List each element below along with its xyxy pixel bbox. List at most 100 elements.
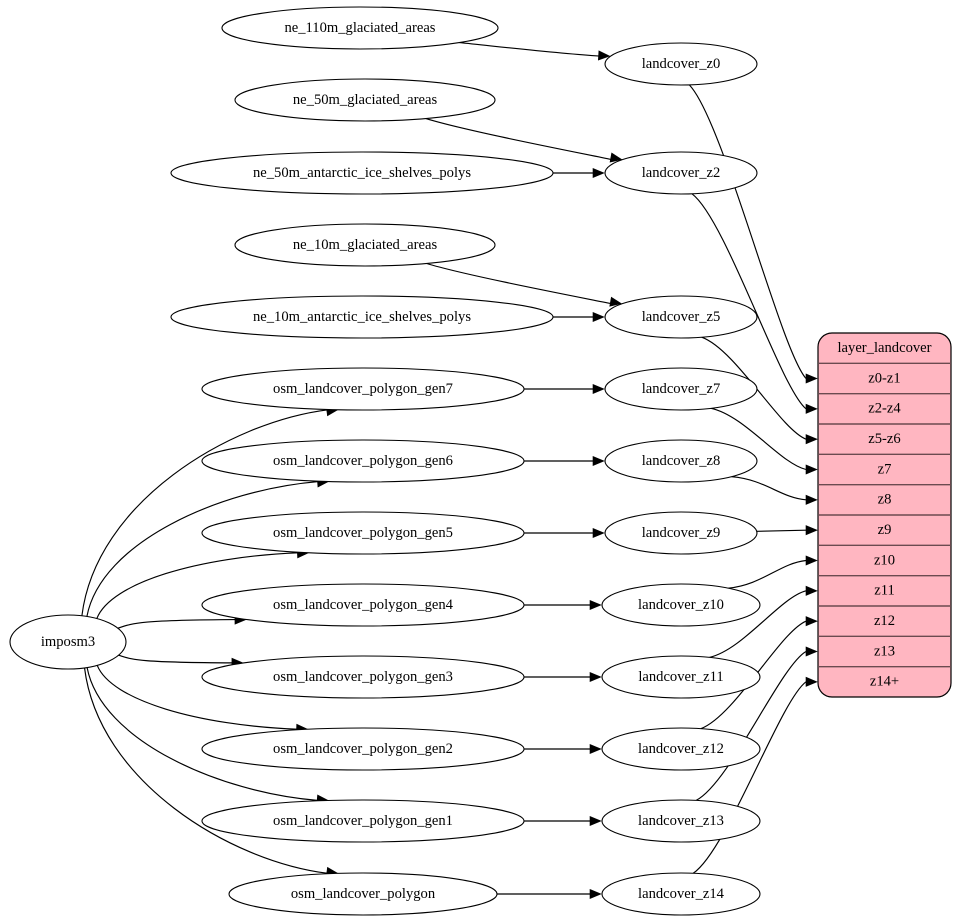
edge-imposm3-to-osm_landcover_polygon_gen7: [81, 409, 328, 616]
source-node-ellipse: [201, 799, 525, 843]
node-label: landcover_z11: [638, 669, 723, 685]
edge-landcover_z10-to-z10: [728, 559, 807, 589]
node-landcover_z9[interactable]: landcover_z9: [604, 511, 758, 555]
mid-node-ellipse: [604, 367, 758, 411]
table-row[interactable]: z8: [878, 492, 892, 508]
edge-landcover_z11-to-z11: [709, 590, 807, 658]
edge-imposm3-to-osm_landcover_polygon: [83, 667, 328, 874]
arrow-head: [592, 527, 605, 539]
table-row[interactable]: z5-z6: [868, 431, 900, 447]
arrow-head: [805, 494, 818, 505]
node-osm_landcover_polygon_gen2[interactable]: osm_landcover_polygon_gen2: [201, 727, 525, 771]
node-landcover_z14[interactable]: landcover_z14: [601, 872, 761, 916]
node-landcover_z10[interactable]: landcover_z10: [601, 583, 761, 627]
node-label: osm_landcover_polygon_gen3: [273, 669, 453, 685]
arrow-head: [805, 555, 818, 566]
node-label: landcover_z14: [638, 886, 725, 902]
arrow-head: [597, 50, 611, 61]
edge-landcover_z8-to-z8: [731, 476, 807, 501]
arrow-head: [805, 373, 818, 384]
edge-landcover_z14-to-z14+: [692, 681, 807, 874]
node-osm_landcover_polygon_gen1[interactable]: osm_landcover_polygon_gen1: [201, 799, 525, 843]
source-node-ellipse: [201, 511, 525, 555]
arrow-head: [805, 585, 818, 596]
arrow-head: [805, 616, 818, 627]
arrow-head: [805, 646, 818, 657]
arrow-head: [589, 671, 602, 683]
node-landcover_z5[interactable]: landcover_z5: [604, 295, 758, 339]
node-osm_landcover_polygon_gen4[interactable]: osm_landcover_polygon_gen4: [201, 583, 525, 627]
source-node-ellipse: [170, 295, 554, 339]
table-row[interactable]: z10: [874, 552, 895, 568]
node-osm_landcover_polygon_gen3[interactable]: osm_landcover_polygon_gen3: [201, 655, 525, 699]
node-label: ne_110m_glaciated_areas: [284, 20, 435, 36]
mid-node-ellipse: [601, 727, 761, 771]
node-osm_landcover_polygon_gen5[interactable]: osm_landcover_polygon_gen5: [201, 511, 525, 555]
source-node-ellipse: [221, 6, 499, 50]
source-node-ellipse: [201, 727, 525, 771]
node-label: landcover_z9: [642, 525, 721, 541]
arrow-head: [589, 815, 602, 827]
node-ne_10m_antarctic_ice_shelves_polys[interactable]: ne_10m_antarctic_ice_shelves_polys: [170, 295, 554, 339]
node-label: osm_landcover_polygon: [291, 886, 436, 902]
edge-landcover_z13-to-z13: [695, 651, 807, 801]
source-node-ellipse: [9, 614, 127, 670]
arrow-head: [592, 383, 605, 395]
node-label: ne_50m_antarctic_ice_shelves_polys: [253, 165, 471, 181]
node-landcover_z8[interactable]: landcover_z8: [604, 439, 758, 483]
node-osm_landcover_polygon[interactable]: osm_landcover_polygon: [228, 872, 498, 916]
table-node-layer_landcover[interactable]: layer_landcover z0-z1 z2-z4 z5-z6 z7 z8 z9 z10 z…: [817, 332, 952, 698]
edge-landcover_z9-to-z9: [756, 529, 807, 532]
edge-ne_10m_glaciated_areas-to-landcover_z5: [426, 262, 612, 305]
arrow-head: [589, 888, 602, 900]
table-row[interactable]: z2-z4: [868, 401, 901, 417]
node-landcover_z0[interactable]: landcover_z0: [604, 42, 758, 86]
table-row[interactable]: z12: [874, 613, 895, 629]
table-row[interactable]: z13: [874, 643, 895, 659]
table-header-label: layer_landcover: [838, 340, 932, 356]
node-imposm3[interactable]: imposm3: [9, 614, 127, 670]
table-row[interactable]: z7: [878, 461, 892, 477]
node-label: landcover_z0: [642, 56, 721, 72]
node-ne_110m_glaciated_areas[interactable]: ne_110m_glaciated_areas: [221, 6, 499, 50]
node-osm_landcover_polygon_gen6[interactable]: osm_landcover_polygon_gen6: [201, 439, 525, 483]
arrow-head: [592, 167, 605, 179]
table-row[interactable]: z14+: [870, 674, 899, 690]
edge-landcover_z7-to-z7: [710, 407, 807, 471]
node-landcover_z13[interactable]: landcover_z13: [601, 799, 761, 843]
node-landcover_z2[interactable]: landcover_z2: [604, 151, 758, 195]
mid-node-ellipse: [604, 439, 758, 483]
table-row[interactable]: z9: [878, 522, 892, 538]
arrow-head: [805, 525, 818, 536]
source-node-ellipse: [234, 78, 496, 122]
node-label: osm_landcover_polygon_gen5: [273, 525, 453, 541]
node-landcover_z12[interactable]: landcover_z12: [601, 727, 761, 771]
node-ne_50m_antarctic_ice_shelves_polys[interactable]: ne_50m_antarctic_ice_shelves_polys: [170, 151, 554, 195]
edge-imposm3-to-osm_landcover_polygon_gen1: [86, 667, 319, 802]
table-node-layer: layer_landcover z0-z1 z2-z4 z5-z6 z7 z8 z9 z10 z…: [817, 332, 952, 698]
node-label: ne_50m_glaciated_areas: [293, 92, 438, 108]
mid-node-ellipse: [604, 42, 758, 86]
node-label: landcover_z5: [642, 309, 721, 325]
node-label: landcover_z2: [642, 165, 721, 181]
source-node-ellipse: [201, 439, 525, 483]
arrow-head: [592, 311, 605, 323]
arrow-head: [805, 403, 818, 414]
node-ne_50m_glaciated_areas[interactable]: ne_50m_glaciated_areas: [234, 78, 496, 122]
edge-landcover_z2-to-z2-z4: [691, 193, 807, 410]
node-landcover_z7[interactable]: landcover_z7: [604, 367, 758, 411]
mid-node-ellipse: [601, 799, 761, 843]
arrow-head: [805, 676, 818, 687]
source-node-ellipse: [170, 151, 554, 195]
node-landcover_z11[interactable]: landcover_z11: [601, 655, 761, 699]
mid-node-ellipse: [604, 511, 758, 555]
table-row[interactable]: z0-z1: [868, 370, 900, 386]
mid-node-ellipse: [604, 295, 758, 339]
node-ne_10m_glaciated_areas[interactable]: ne_10m_glaciated_areas: [234, 223, 496, 267]
node-label: imposm3: [41, 634, 95, 650]
table-row[interactable]: z11: [874, 583, 895, 599]
edge-landcover_z0-to-z0-z1: [688, 84, 807, 379]
edge-imposm3-to-osm_landcover_polygon_gen4: [117, 618, 236, 629]
node-osm_landcover_polygon_gen7[interactable]: osm_landcover_polygon_gen7: [201, 367, 525, 411]
